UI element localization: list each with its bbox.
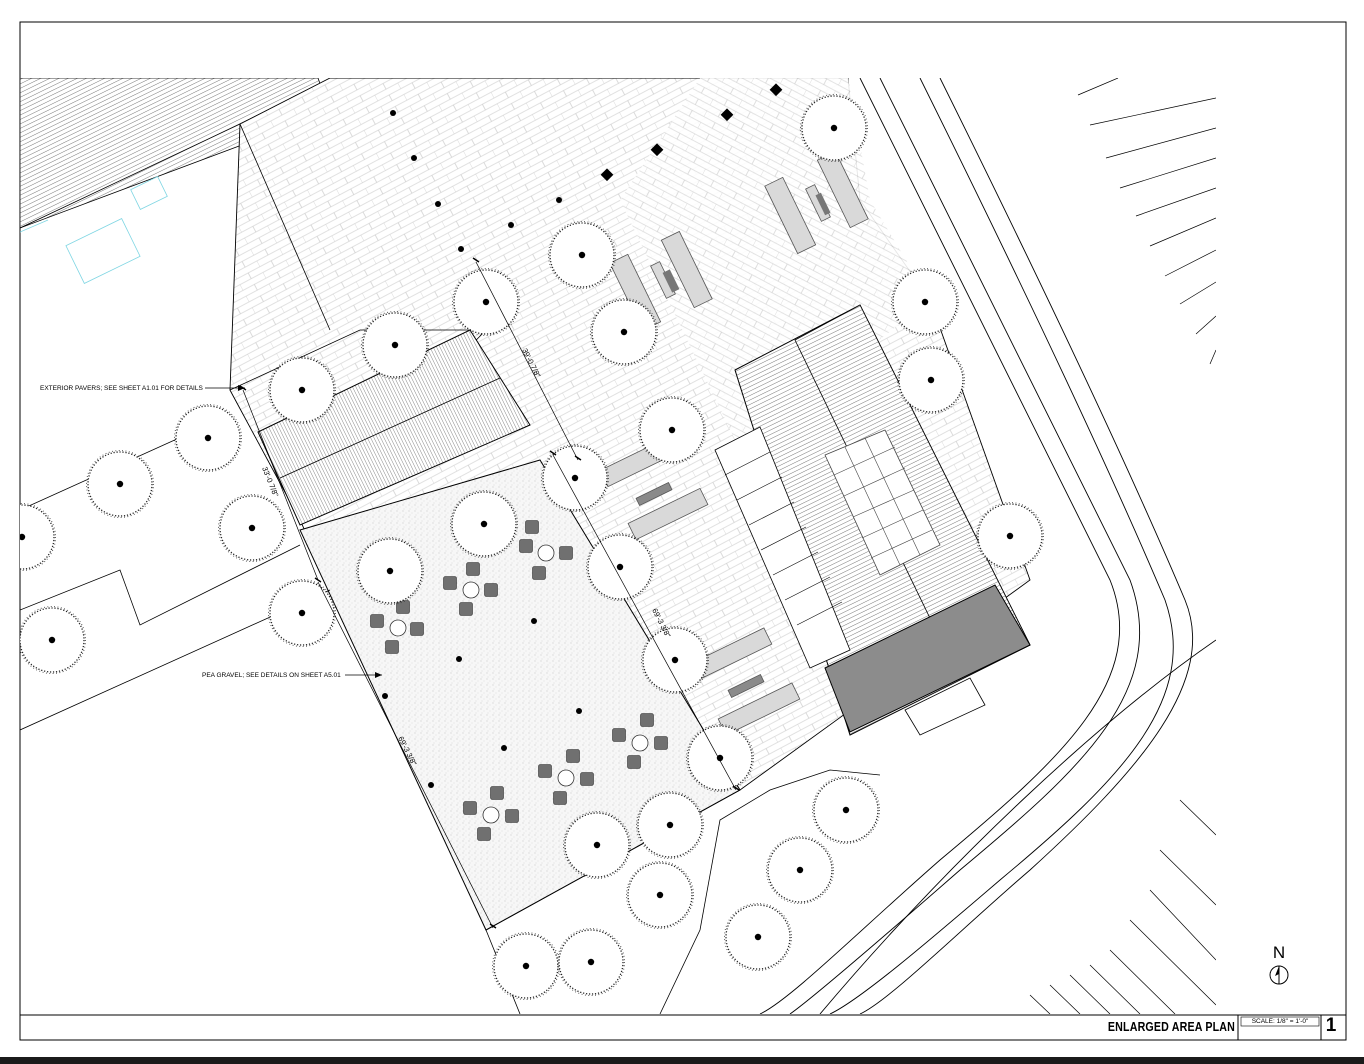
building-dark-roof <box>824 584 1031 733</box>
cyan-outline-1 <box>65 218 141 284</box>
gravel-callout: PEA GRAVEL; SEE DETAILS ON SHEET A5.01 <box>202 672 341 679</box>
sheet-number: 1 <box>1325 1015 1337 1036</box>
pavers-callout: EXTERIOR PAVERS; SEE SHEET A1.01 FOR DET… <box>40 385 203 392</box>
drawing-field: 39'-0 7/8" 33'-0 7/8" 69'-3 3/8" 69'-3 3… <box>20 78 1216 1014</box>
dimension-lines <box>239 257 740 929</box>
lounge-seating-4 <box>689 627 801 736</box>
parking-stripes-top <box>1077 78 1216 365</box>
bistro-table-set <box>370 520 668 841</box>
north-arrow-icon <box>1269 965 1289 985</box>
window-bottom-bar <box>0 1057 1364 1064</box>
north-label: N <box>1272 943 1286 962</box>
building-storefront <box>714 426 851 669</box>
parking-stripes-bottom <box>1029 799 1216 1014</box>
cyan-outline-2 <box>130 176 168 210</box>
road-curbs <box>759 78 1216 1014</box>
drawing-scale: SCALE: 1/8" = 1'-0" <box>1251 1018 1309 1025</box>
drawing-title: ENLARGED AREA PLAN <box>1107 1019 1236 1034</box>
